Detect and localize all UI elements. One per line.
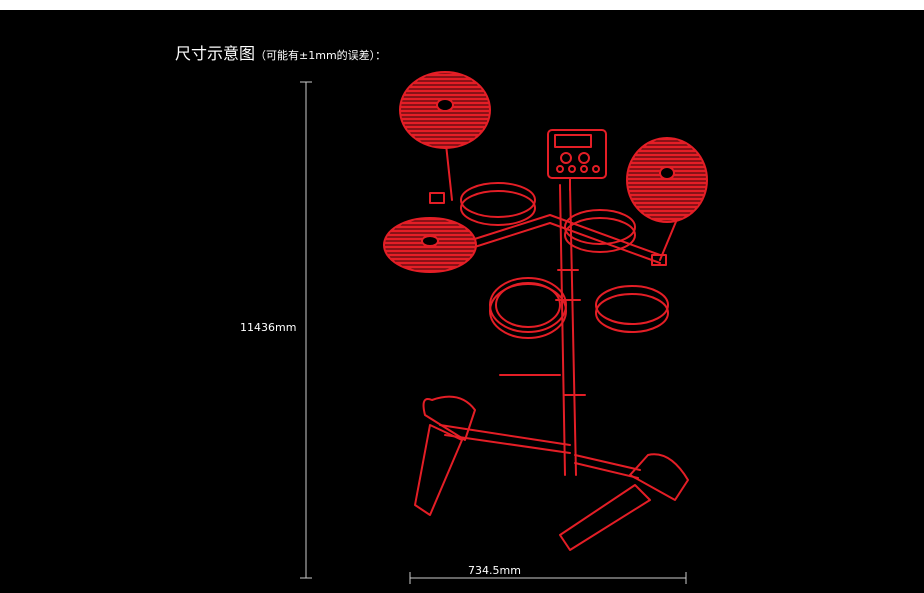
floor-tom-pad: [595, 285, 669, 325]
title-text: 尺寸示意图: [175, 44, 256, 63]
tolerance-note: （可能有±1mm的误差）：: [255, 49, 387, 62]
left-base-leg: [439, 424, 571, 446]
module-screen: [554, 134, 592, 148]
ride-cymbal-bell: [659, 166, 675, 180]
drum-module: [547, 129, 607, 179]
center-post: [559, 184, 566, 476]
width-label: 734.5mm: [468, 564, 521, 577]
tom-pad-2: [564, 209, 636, 245]
page-title: 尺寸示意图（可能有±1mm的误差）：: [175, 40, 386, 64]
upper-crossbar: [439, 214, 661, 256]
hihat-pedal-base: [422, 395, 476, 441]
height-label: 11436mm: [240, 321, 297, 334]
top-band: [0, 0, 924, 10]
right-base-leg: [574, 454, 641, 471]
drum-kit-illustration: [383, 71, 708, 551]
snare-pad: [489, 277, 567, 333]
hihat-pedal: [414, 424, 463, 516]
hihat-cymbal-bell: [421, 235, 439, 247]
kick-pedal: [559, 484, 651, 551]
tom-pad-1: [460, 182, 536, 218]
crash-cymbal-bell: [436, 98, 454, 112]
kick-pedal-base: [629, 453, 689, 501]
